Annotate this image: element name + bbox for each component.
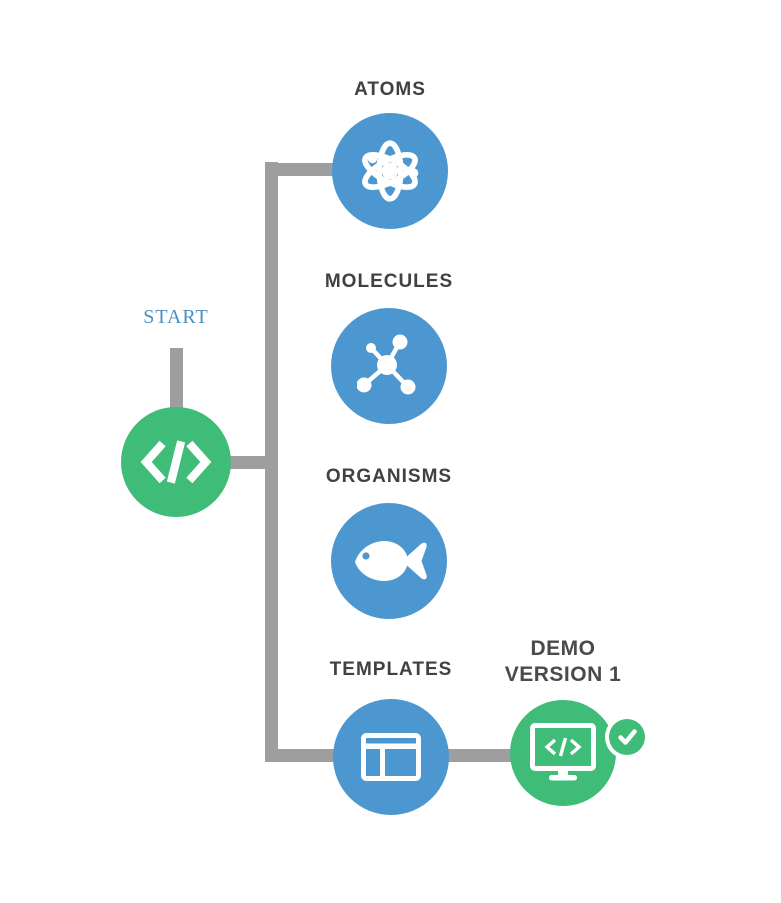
check-badge-circle — [609, 719, 645, 755]
molecules-node — [331, 308, 447, 424]
monitor-code-icon — [530, 723, 596, 783]
start-label: START — [143, 306, 209, 328]
demo-node — [510, 700, 616, 806]
connector-arm-root — [224, 456, 270, 469]
fish-icon — [351, 537, 427, 585]
check-badge — [605, 715, 649, 759]
connector-arm-templates — [270, 749, 338, 762]
templates-label: TEMPLATES — [329, 659, 453, 680]
connector-start-stub — [170, 348, 183, 410]
organisms-node — [331, 503, 447, 619]
connector-arm-atoms — [270, 163, 336, 176]
code-icon — [140, 439, 212, 485]
demo-label-line2: VERSION 1 — [504, 663, 622, 686]
connector-arm-demo — [442, 749, 522, 762]
atoms-node — [332, 113, 448, 229]
atom-icon — [355, 136, 425, 206]
connector-trunk — [265, 162, 278, 762]
demo-label-line1: DEMO — [530, 637, 596, 660]
templates-node — [333, 699, 449, 815]
atoms-label: ATOMS — [354, 79, 426, 100]
check-icon — [613, 723, 641, 751]
molecules-label: MOLECULES — [324, 271, 454, 292]
demo-label: DEMO VERSION 1 — [453, 636, 673, 688]
start-node — [121, 407, 231, 517]
organisms-label: ORGANISMS — [325, 466, 453, 487]
molecule-icon — [357, 334, 421, 398]
template-icon — [361, 733, 421, 781]
